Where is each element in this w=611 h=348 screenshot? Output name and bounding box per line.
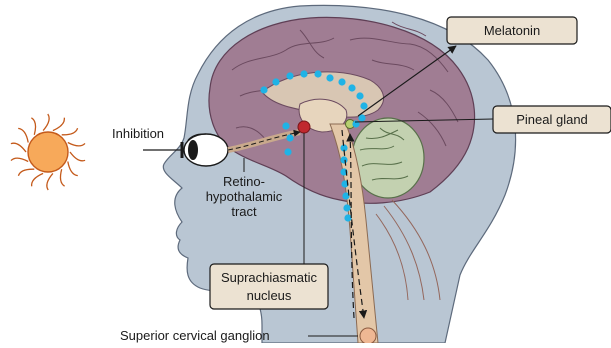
svg-text:Suprachiasmatic: Suprachiasmatic — [221, 270, 318, 285]
retino-label-1: Retino- — [223, 174, 265, 189]
cerebellum — [352, 118, 424, 198]
inhibition-label: Inhibition — [112, 126, 164, 141]
sun-ray — [68, 162, 78, 176]
sun-ray — [60, 169, 64, 186]
pathway-dot — [272, 78, 279, 85]
sun-ray — [68, 143, 85, 146]
svg-text:nucleus: nucleus — [247, 288, 292, 303]
melatonin-box: Melatonin — [447, 17, 577, 44]
pathway-dot — [338, 78, 345, 85]
pathway-dot — [282, 122, 289, 129]
pathway-dot — [348, 84, 355, 91]
pathway-dot — [340, 156, 347, 163]
sun-ray — [18, 169, 34, 176]
sun-ray — [43, 114, 49, 131]
pathway-dot — [284, 148, 291, 155]
pathway-dot — [344, 214, 351, 221]
sun-ray — [18, 128, 28, 142]
pathway-dot — [326, 74, 333, 81]
retino-label-2: hypothalamic — [206, 189, 283, 204]
scn-marker — [298, 121, 310, 133]
svg-text:Melatonin: Melatonin — [484, 23, 540, 38]
sun-ray — [11, 158, 28, 161]
sun-icon — [11, 114, 85, 190]
pathway-dot — [356, 92, 363, 99]
pathway-dot — [300, 70, 307, 77]
eye-icon — [184, 134, 228, 166]
pathway-dot — [314, 70, 321, 77]
pineal-gland-box: Pineal gland — [493, 106, 611, 133]
sun-ray — [53, 118, 64, 131]
sun-ray — [11, 143, 26, 152]
scn-box: Suprachiasmatic nucleus — [210, 264, 328, 309]
svg-text:Pineal gland: Pineal gland — [516, 112, 588, 127]
sun-ray — [62, 128, 78, 135]
pathway-dot — [286, 72, 293, 79]
sun-ray — [31, 118, 35, 135]
pathway-dot — [260, 86, 267, 93]
sun-ray — [47, 173, 53, 190]
sun-ray — [32, 173, 43, 186]
pathway-dot — [360, 102, 367, 109]
retino-label-3: tract — [231, 204, 257, 219]
sun-ray — [70, 152, 85, 161]
ganglion-label: Superior cervical ganglion — [120, 328, 270, 343]
pathway-dot — [286, 134, 293, 141]
ganglion — [360, 328, 376, 343]
